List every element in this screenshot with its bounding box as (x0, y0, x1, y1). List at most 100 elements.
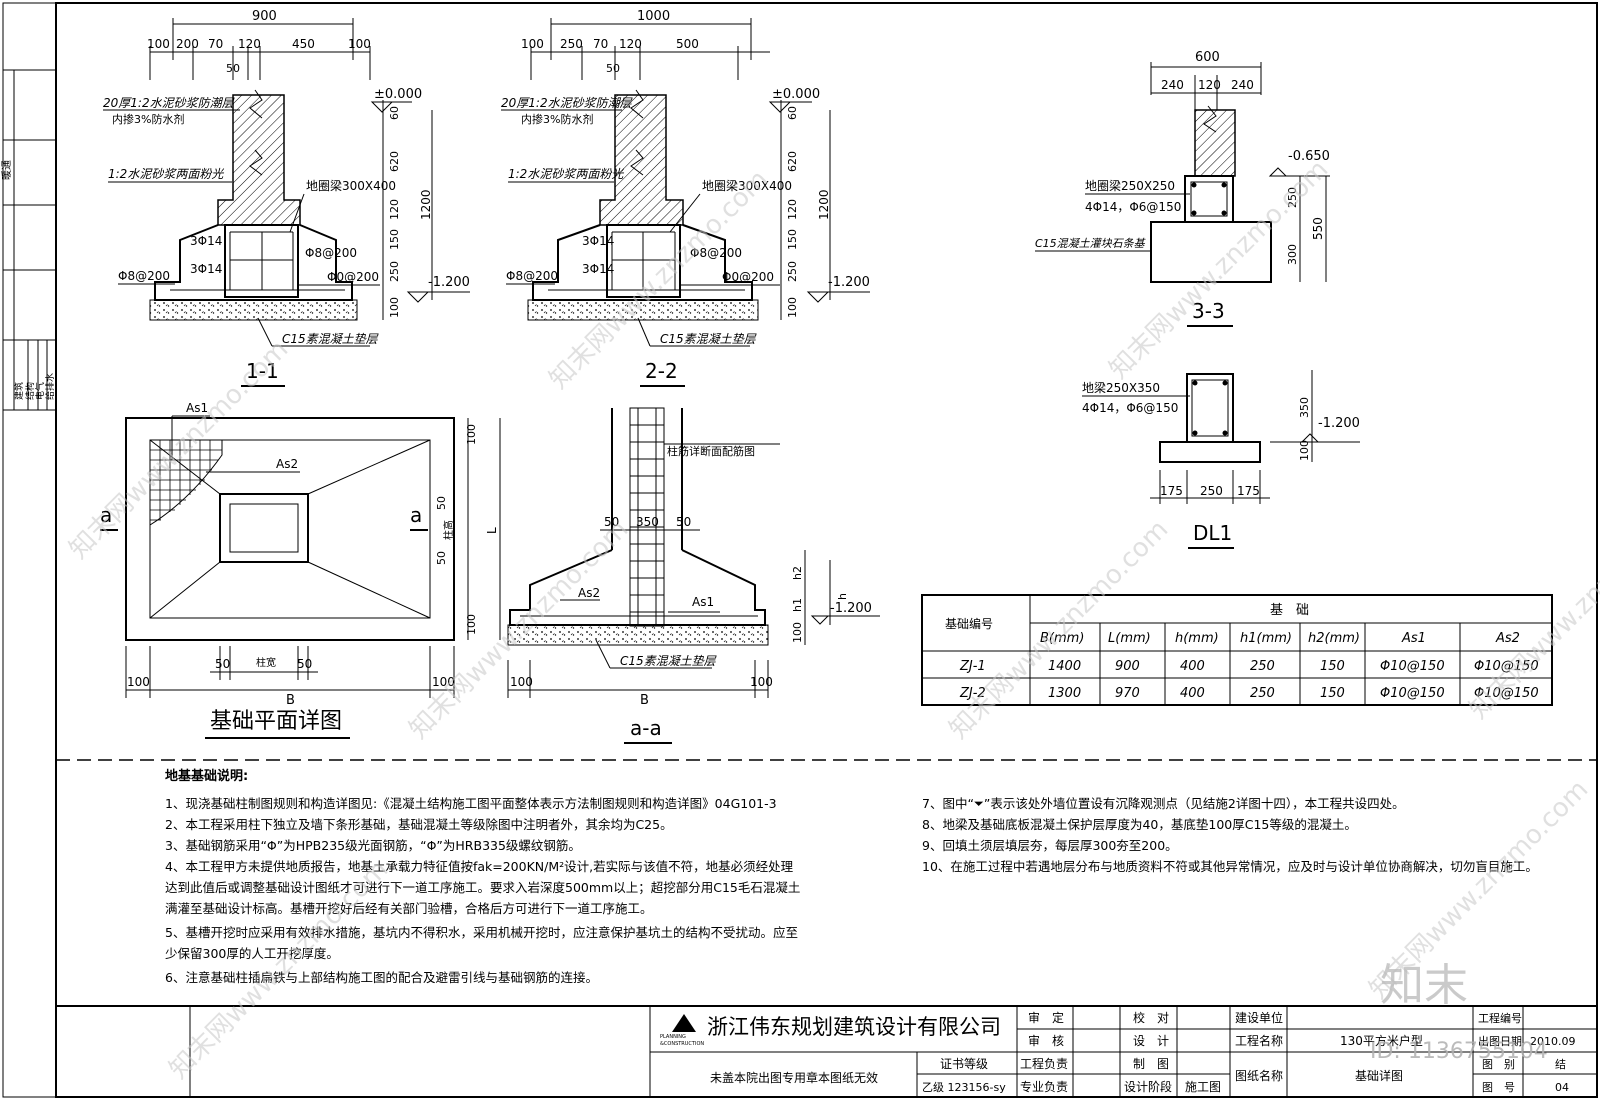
note-line: 满灌至基础设计标高。基槽开挖好后经有关部门验槽，合格后方可进行下一道工序施工。 (165, 901, 653, 916)
note-line: 3、基础钢筋采用“Φ”为HPB235级光面钢筋，“Φ”为HRB335级螺纹钢筋。 (165, 838, 581, 853)
company-name: 浙江伟东规划建筑设计有限公司 (707, 1015, 1001, 1039)
elevation-bottom: -1.200 (828, 275, 870, 290)
dim: 500 (676, 37, 699, 51)
section-dl1: 350 100 -1.200 地梁250X350 4Φ14，Φ6@150 175… (1082, 370, 1360, 549)
dim: 100 (127, 675, 150, 689)
side-strip-item: 建筑 (13, 382, 25, 400)
table-cell: 250 (1250, 686, 1275, 701)
label-rebar: 3Φ14 (190, 262, 222, 276)
note-line: 7、图中“⏷”表示该处外墙位置设有沉降观测点（见结施2详图十四），本工程共设四处… (922, 796, 1405, 811)
tb-label-approve: 审 定 (1028, 1010, 1064, 1025)
dim: 120 (388, 199, 401, 220)
tb-label-review: 审 核 (1028, 1033, 1064, 1048)
dim: 120 (238, 37, 261, 51)
dim: 50 (435, 496, 448, 510)
section-title: 2-2 (645, 359, 678, 383)
tb-stage-value: 施工图 (1185, 1080, 1221, 1094)
table-group-header: 基 础 (1270, 603, 1309, 618)
table-header: As1 (1401, 631, 1426, 646)
dim: 60 (388, 106, 401, 120)
note-line: 4、本工程甲方未提供地质报告，地基土承载力特征值按fak=200KN/M²设计,… (165, 859, 794, 874)
section-2-2: 1000 100 250 70 120 500 50 60 620 120 15… (501, 9, 870, 387)
dim: 240 (1161, 78, 1184, 92)
tb-label-date: 出图日期 (1478, 1034, 1522, 1048)
cut-mark-right: a (410, 503, 422, 527)
dim: 100 (510, 675, 533, 689)
dim: 175 (1237, 484, 1260, 498)
logo-text: PLANNING (660, 1034, 686, 1040)
table-row: ZJ-2 1300 970 400 250 150 Φ10@150 Φ10@15… (959, 686, 1539, 701)
table-cell: 400 (1180, 659, 1205, 674)
side-strip-item: 电气 (34, 382, 46, 400)
dim: 120 (619, 37, 642, 51)
tb-sheet-value: 结 (1555, 1058, 1566, 1071)
table-cell: Φ10@150 (1380, 659, 1445, 674)
label-rebar: Φ0@200 (722, 270, 774, 284)
dim: 250 (1286, 187, 1299, 208)
tb-label-sheet: 图 别 (1482, 1058, 1515, 1071)
dim: 60 (786, 106, 799, 120)
table-cell: ZJ-1 (959, 659, 986, 674)
label-rebar: Φ8@200 (305, 246, 357, 260)
table-cell: 1300 (1048, 686, 1081, 701)
table-cell: 900 (1115, 659, 1140, 674)
dim: 620 (786, 151, 799, 172)
note-line: 1、现浇基础柱制图规则和构造详图见:《混凝土结构施工图平面整体表示方法制图规则和… (165, 796, 777, 811)
dim: 200 (176, 37, 199, 51)
label-rebar: 4Φ14，Φ6@150 (1082, 401, 1178, 415)
dim: 620 (388, 151, 401, 172)
tb-no-value: 04 (1555, 1081, 1569, 1094)
section-1-1: 900 100 200 70 120 450 100 50 60 620 120… (103, 9, 470, 387)
dim: 350 (1298, 397, 1311, 418)
note-line: 10、在施工过程中若遇地层分布与地质资料不符或其他异常情况，应及时与设计单位协商… (922, 859, 1538, 874)
plan-title: 基础平面详图 (210, 709, 342, 734)
elevation: -0.650 (1288, 149, 1330, 164)
dim-h: h (836, 593, 849, 600)
dim: 120 (786, 199, 799, 220)
label-rebar: 3Φ14 (582, 234, 614, 248)
note-line: 8、地梁及基础底板混凝土保护层厚度为40，基底垫100厚C15等级的混凝土。 (922, 817, 1357, 832)
note-line: 5、基槽开挖时应采用有效排水措施，基坑内不得积水，采用机械开挖时，应注意保护基坑… (165, 925, 798, 940)
label-beam: 地梁250X350 (1082, 380, 1160, 395)
tb-label-draw: 制 图 (1133, 1057, 1169, 1071)
note-plaster: 1:2水泥砂浆两面粉光 (108, 167, 224, 181)
watermark-brand: 知末 (1380, 960, 1468, 1011)
table-header: As2 (1495, 631, 1520, 646)
label-ring-beam: 地圈梁300X400 (702, 178, 792, 193)
table-corner: 基础编号 (945, 616, 993, 631)
side-strip-item: 结构 (24, 382, 36, 400)
footing-plan: As1 As2 a a 100 50 50 柱高 L 100 100 50 柱宽… (100, 401, 501, 739)
company-logo-icon (672, 1014, 696, 1032)
dim: 100 (465, 424, 478, 445)
section-title: DL1 (1193, 521, 1232, 545)
tb-label-project: 工程名称 (1235, 1033, 1283, 1048)
tb-label-check: 校 对 (1133, 1010, 1169, 1025)
note-dampproof: 20厚1:2水泥砂浆防潮层 (103, 96, 235, 110)
tb-label-project-no: 工程编号 (1478, 1011, 1522, 1025)
section-a-a: 柱筋详断面配筋图 50 350 50 As2 As1 h2 h1 h 100 -… (507, 407, 880, 744)
table-cell: Φ10@150 (1474, 686, 1539, 701)
dim: 70 (208, 37, 223, 51)
section-3-3: 600 240 120 240 -0.650 250 300 550 地圈梁25… (1035, 50, 1330, 327)
watermark-layer: 知末网www.znzmo.com 知末网www.znzmo.com 知末网www… (64, 154, 1600, 1085)
dim: 50 (676, 515, 691, 529)
dim: 50 (297, 657, 312, 671)
dim-total: 1000 (637, 9, 670, 24)
label-rebar: 3Φ14 (190, 234, 222, 248)
note-line: 少保留300厚的人工开挖厚度。 (165, 946, 339, 961)
label-pad: C15素混凝土垫层 (660, 332, 757, 346)
elevation-top: ±0.000 (772, 87, 820, 102)
label-rebar: 3Φ14 (582, 262, 614, 276)
watermark-id: ID: 1136755104 (1370, 1039, 1548, 1064)
title-block: PLANNING &CONSTRUCTION 浙江伟东规划建筑设计有限公司 未盖… (56, 1005, 1597, 1097)
label-rebar: 4Φ14，Φ6@150 (1085, 200, 1181, 214)
dim-h1: h1 (791, 598, 804, 612)
table-cell: Φ10@150 (1380, 686, 1445, 701)
dim: 100 (521, 37, 544, 51)
table-cell: 150 (1320, 659, 1345, 674)
section-title: 3-3 (1192, 299, 1225, 323)
section-title: 1-1 (246, 359, 279, 383)
tb-label-stage: 设计阶段 (1124, 1079, 1172, 1094)
dim: 550 (1311, 217, 1325, 240)
